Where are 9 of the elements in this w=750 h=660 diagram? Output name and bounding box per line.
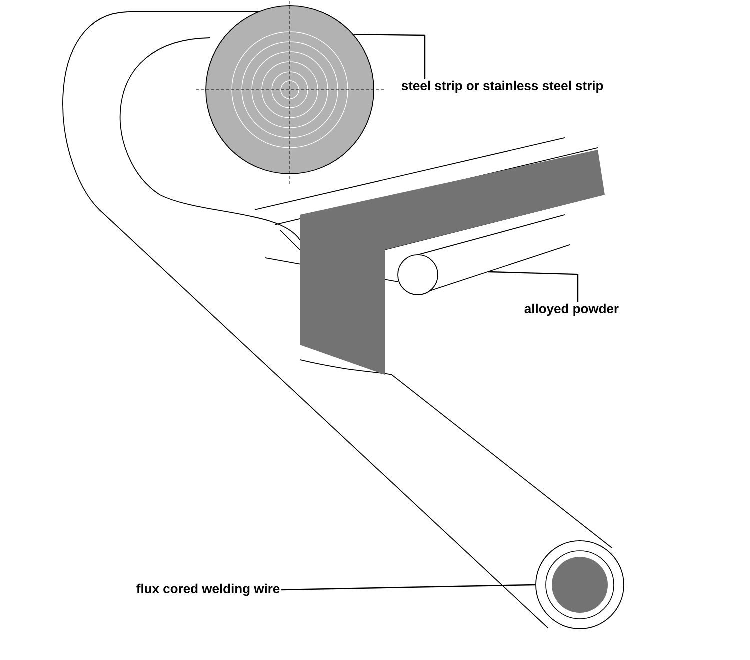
leader-line xyxy=(488,271,579,303)
coil-drawing xyxy=(196,0,384,184)
small-tube-drawing xyxy=(398,214,570,296)
leader-line xyxy=(282,584,536,591)
leader-line xyxy=(354,34,426,80)
label-text: steel strip or stainless steel strip xyxy=(402,80,604,94)
label-text: flux cored welding wire xyxy=(136,584,280,596)
wire-end-drawing xyxy=(536,540,624,630)
label-text: alloyed powder xyxy=(524,304,619,316)
